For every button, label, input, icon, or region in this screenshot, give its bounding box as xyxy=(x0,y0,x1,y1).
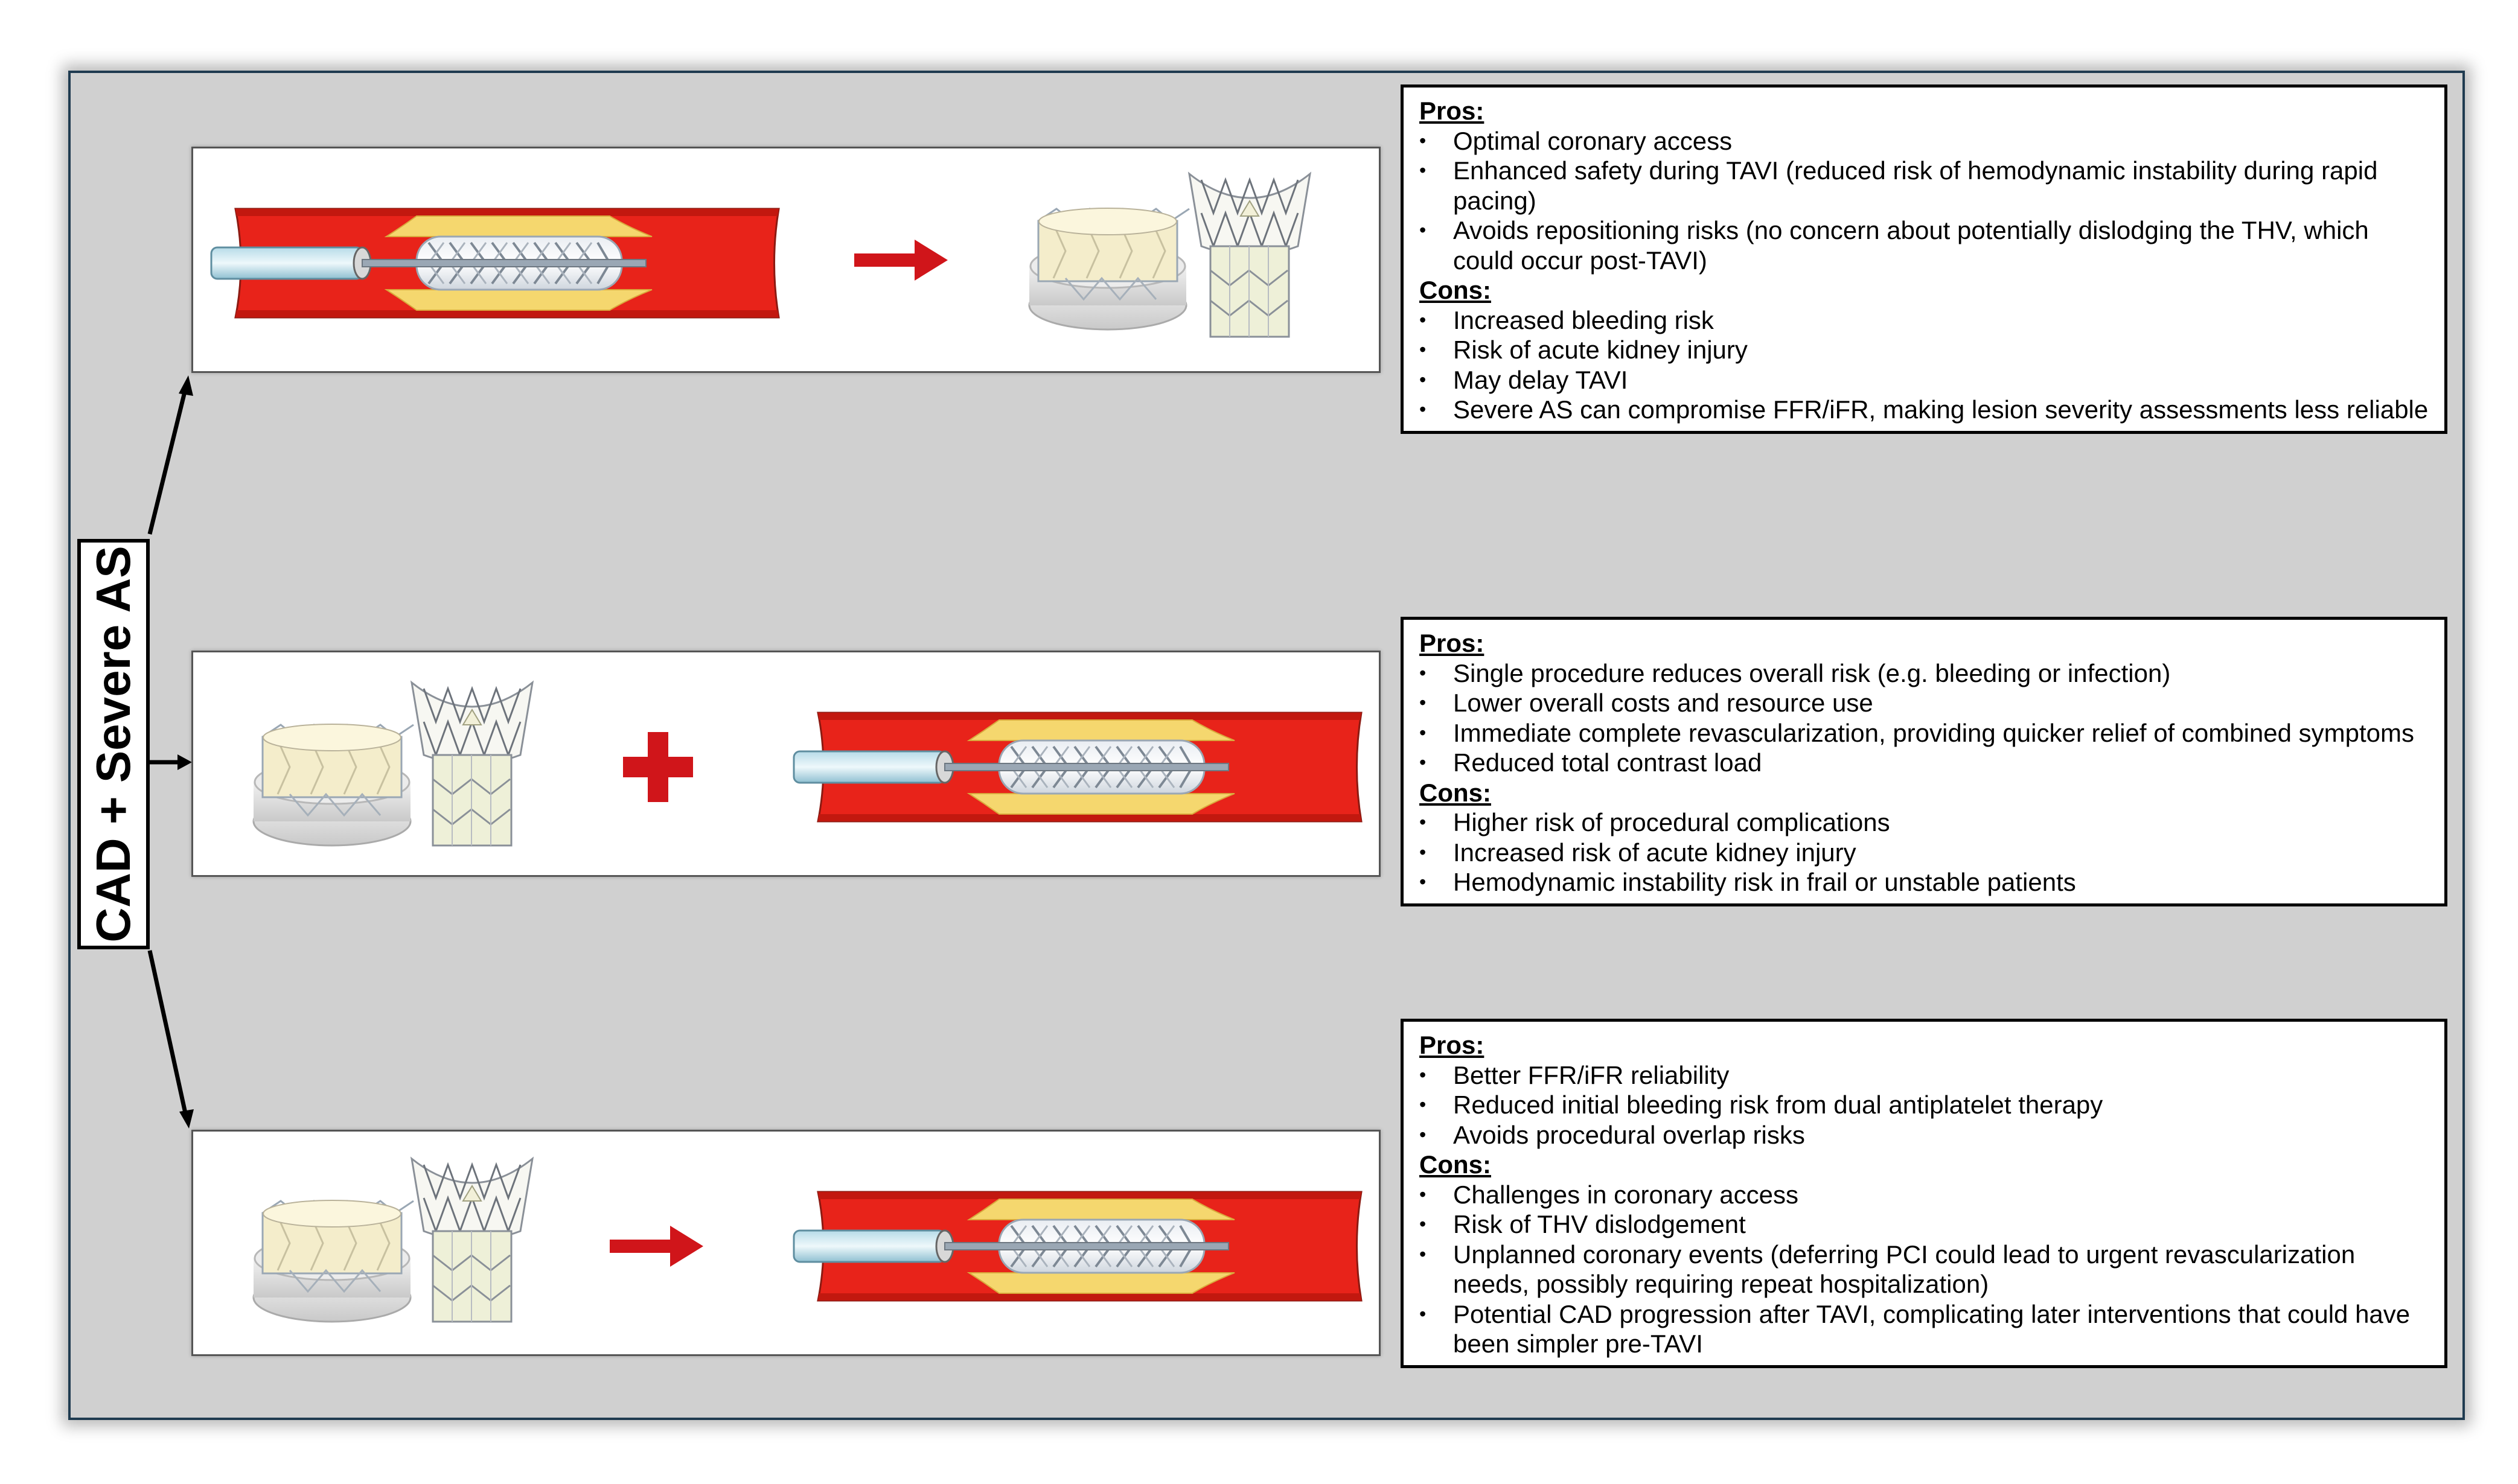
cons-item: Higher risk of procedural complications xyxy=(1419,807,2429,838)
strategy-3-pros-cons: Pros: Better FFR/iFR reliability Reduced… xyxy=(1401,1019,2447,1368)
cons-item: Risk of THV dislodgement xyxy=(1419,1209,2429,1240)
central-label-text: CAD + Severe AS xyxy=(86,546,140,943)
pros-item: Reduced initial bleeding risk from dual … xyxy=(1419,1090,2429,1120)
cons-heading: Cons: xyxy=(1419,276,1491,304)
cons-list: Increased bleeding risk Risk of acute ki… xyxy=(1419,305,2429,425)
pros-item: Better FFR/iFR reliability xyxy=(1419,1060,2429,1091)
pros-list: Single procedure reduces overall risk (e… xyxy=(1419,658,2429,778)
pros-item: Immediate complete revascularization, pr… xyxy=(1419,718,2429,748)
cons-item: Hemodynamic instability risk in frail or… xyxy=(1419,867,2429,897)
strategy-2-diagram xyxy=(191,651,1381,877)
cons-item: Risk of acute kidney injury xyxy=(1419,335,2429,365)
cons-heading: Cons: xyxy=(1419,778,1491,807)
pros-item: Avoids repositioning risks (no concern a… xyxy=(1419,215,2429,275)
pros-item: Optimal coronary access xyxy=(1419,126,2429,156)
strategy-1-diagram xyxy=(191,147,1381,373)
arrow-right-icon xyxy=(854,240,948,281)
cons-item: Challenges in coronary access xyxy=(1419,1180,2429,1210)
balloon-valve-icon xyxy=(252,1199,415,1323)
cons-list: Challenges in coronary access Risk of TH… xyxy=(1419,1180,2429,1359)
self-expanding-valve-icon xyxy=(411,1158,534,1323)
pros-item: Single procedure reduces overall risk (e… xyxy=(1419,658,2429,689)
cons-item: May delay TAVI xyxy=(1419,365,2429,395)
stented-vessel-icon xyxy=(210,208,780,319)
pros-item: Avoids procedural overlap risks xyxy=(1419,1120,2429,1150)
cons-item: Potential CAD progression after TAVI, co… xyxy=(1419,1299,2429,1359)
balloon-valve-icon xyxy=(252,723,415,847)
pros-list: Optimal coronary access Enhanced safety … xyxy=(1419,126,2429,276)
stented-vessel-icon xyxy=(793,1191,1363,1302)
arrow-right-icon xyxy=(610,1226,703,1267)
strategy-3-diagram xyxy=(191,1130,1381,1356)
pros-heading: Pros: xyxy=(1419,97,1484,125)
pros-heading: Pros: xyxy=(1419,629,1484,657)
self-expanding-valve-icon xyxy=(411,681,534,847)
pros-list: Better FFR/iFR reliability Reduced initi… xyxy=(1419,1060,2429,1150)
cons-item: Increased risk of acute kidney injury xyxy=(1419,838,2429,868)
cons-heading: Cons: xyxy=(1419,1150,1491,1179)
strategy-1-pros-cons: Pros: Optimal coronary access Enhanced s… xyxy=(1401,84,2447,434)
cons-item: Severe AS can compromise FFR/iFR, making… xyxy=(1419,395,2429,425)
pros-item: Lower overall costs and resource use xyxy=(1419,688,2429,718)
central-label: CAD + Severe AS xyxy=(77,539,150,949)
pros-heading: Pros: xyxy=(1419,1031,1484,1059)
balloon-valve-icon xyxy=(1028,207,1190,331)
plus-icon xyxy=(623,732,693,802)
cons-list: Higher risk of procedural complications … xyxy=(1419,807,2429,897)
pros-item: Reduced total contrast load xyxy=(1419,748,2429,778)
cons-item: Increased bleeding risk xyxy=(1419,305,2429,336)
stented-vessel-icon xyxy=(793,712,1363,823)
self-expanding-valve-icon xyxy=(1188,173,1311,338)
strategy-2-pros-cons: Pros: Single procedure reduces overall r… xyxy=(1401,617,2447,906)
cons-item: Unplanned coronary events (deferring PCI… xyxy=(1419,1240,2429,1299)
pros-item: Enhanced safety during TAVI (reduced ris… xyxy=(1419,156,2429,215)
